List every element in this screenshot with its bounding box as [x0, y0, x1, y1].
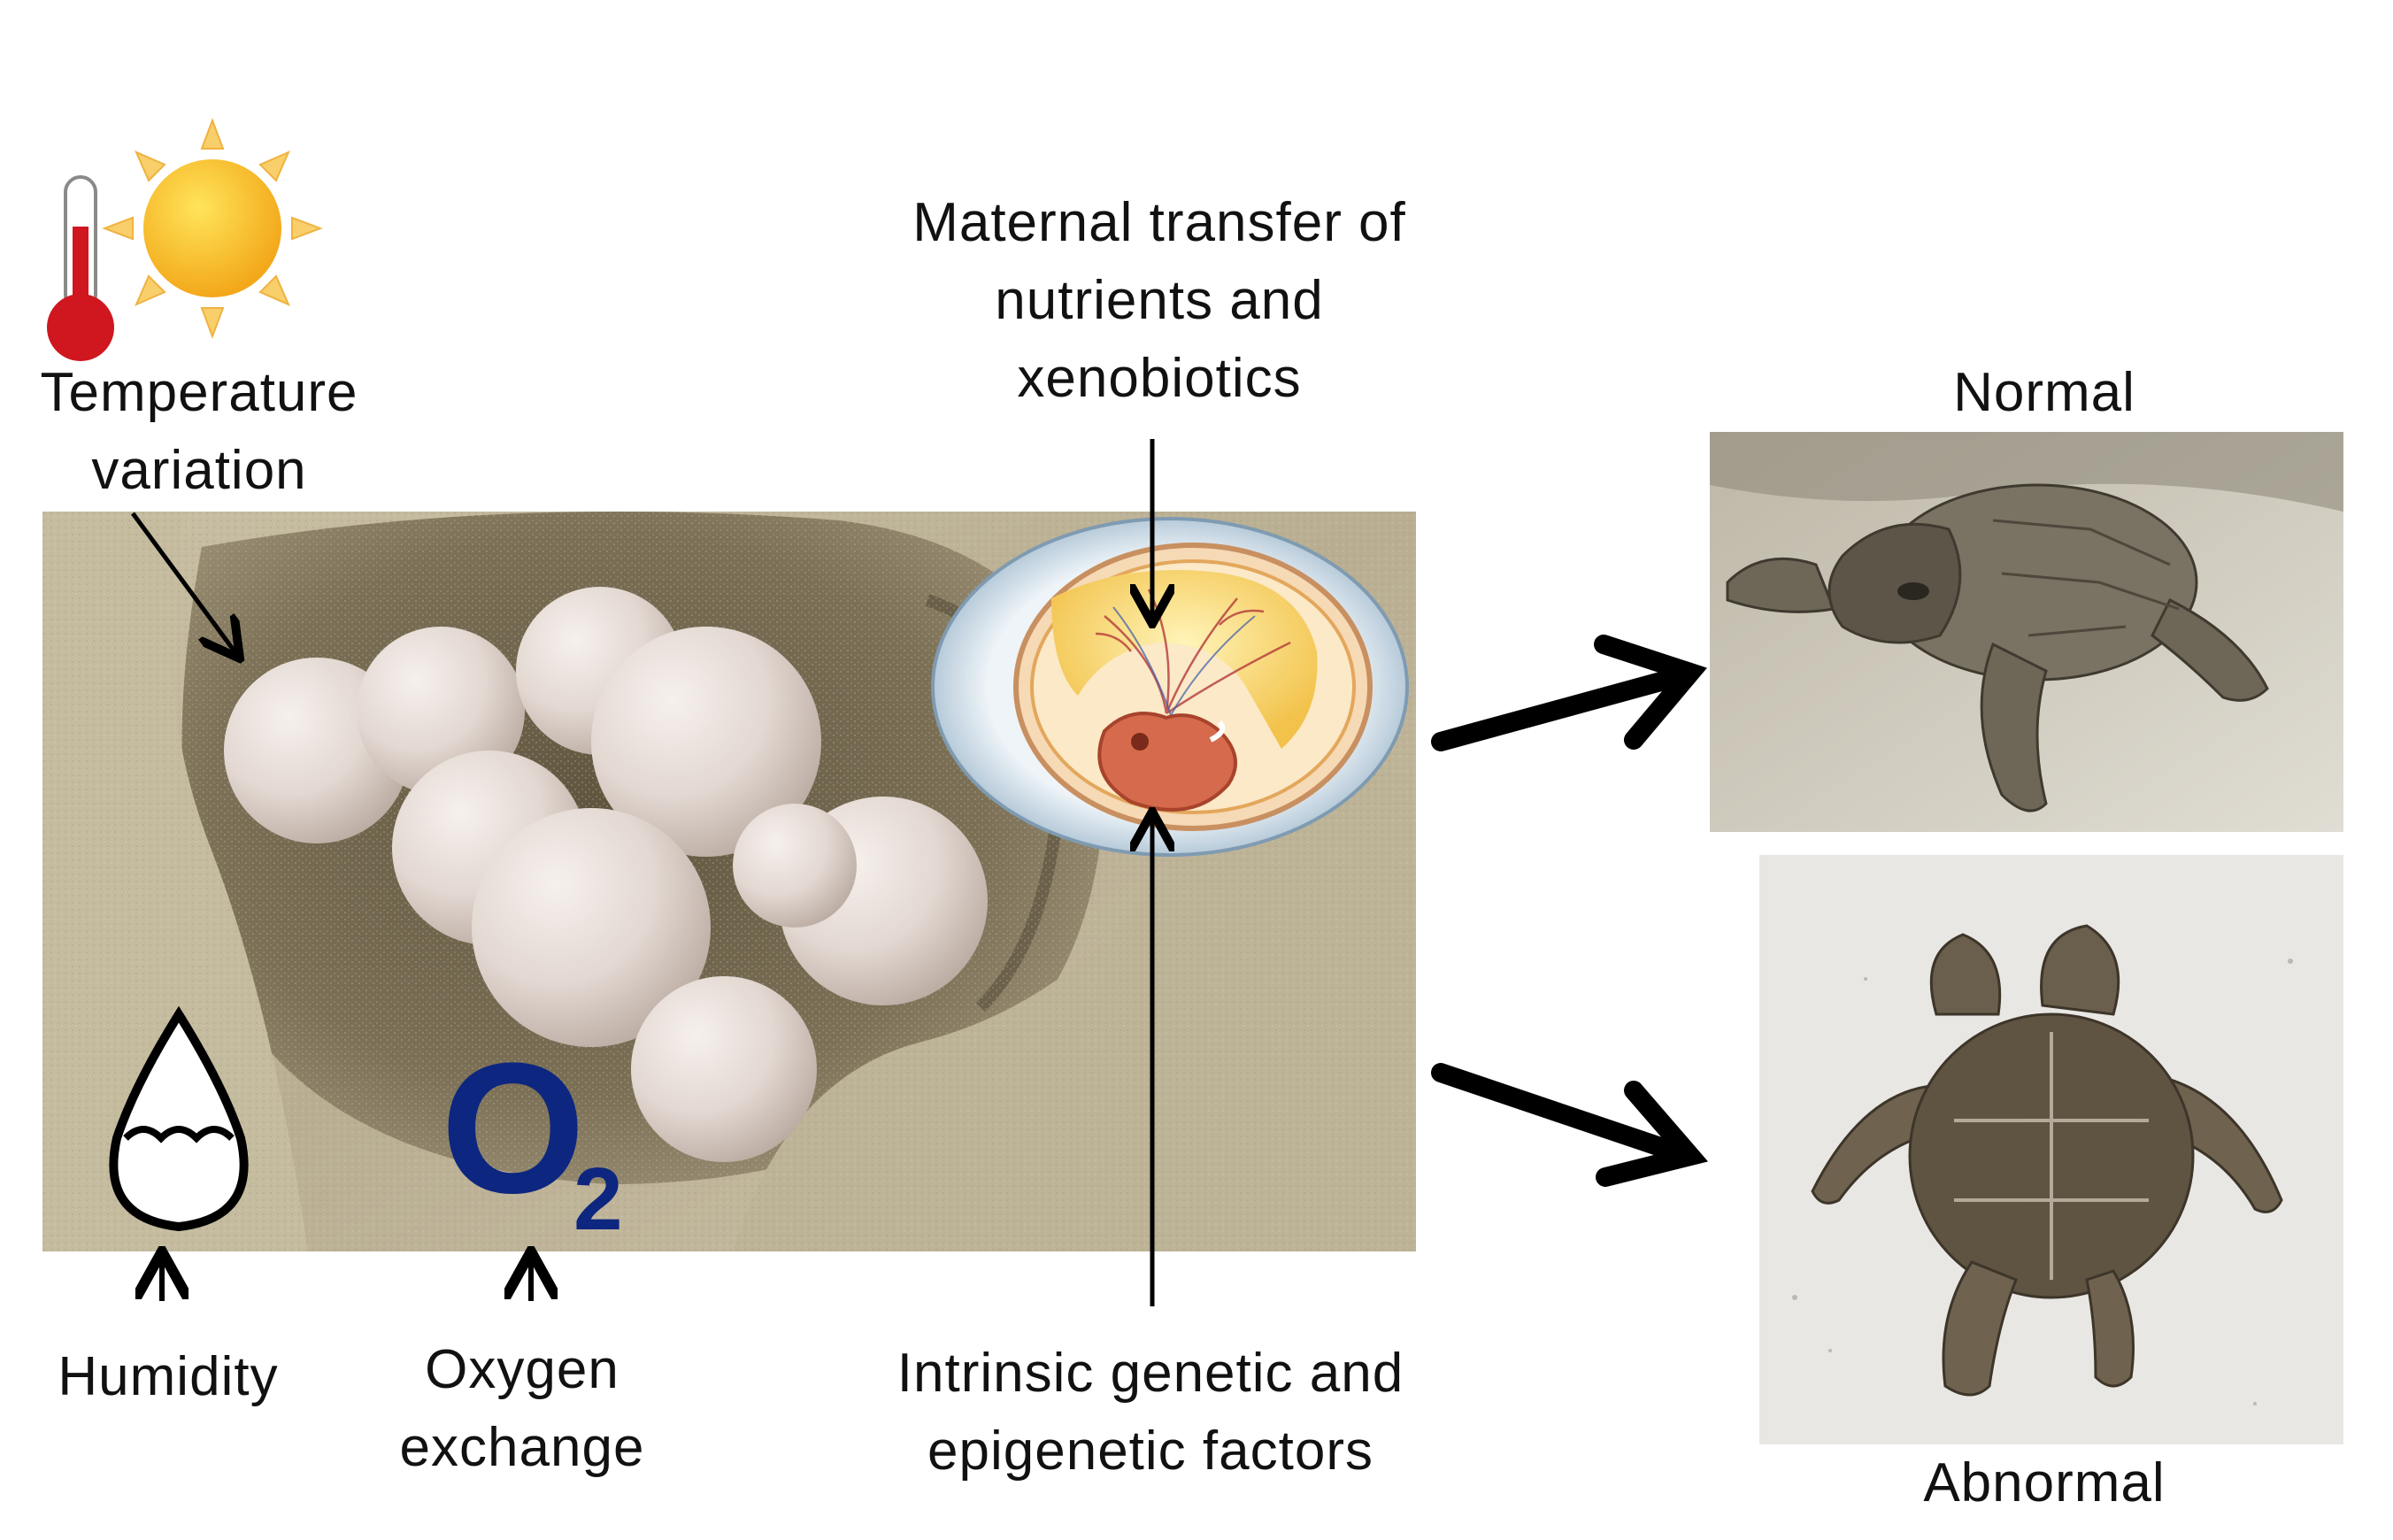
abnormal-hatchling-photo — [1759, 855, 2343, 1444]
normal-hatchling-photo — [1710, 432, 2343, 832]
sun-icon — [97, 113, 327, 343]
maternal-transfer-label: Maternal transfer of nutrients and xenob… — [912, 192, 1406, 409]
embryo-icon — [927, 510, 1412, 864]
turtle-nest-photo — [42, 512, 1416, 1251]
egg-cluster — [224, 587, 988, 1162]
thermometer-icon — [42, 173, 122, 368]
temperature-variation-label: Temperature variation — [40, 362, 358, 501]
arrow-to-normal — [1431, 635, 1707, 751]
arrow-to-abnormal — [1431, 1063, 1709, 1187]
oxygen-symbol: O 2 — [441, 1024, 653, 1252]
abnormal-label: Abnormal — [1923, 1452, 2166, 1513]
normal-label: Normal — [1953, 362, 2135, 423]
o2-letter: O — [441, 1024, 586, 1232]
o2-subscript: 2 — [573, 1150, 623, 1249]
oxygen-exchange-label: Oxygen exchange — [399, 1339, 645, 1478]
temperature-arrow — [130, 512, 237, 655]
water-drop-icon — [99, 1005, 258, 1236]
humidity-label: Humidity — [58, 1346, 279, 1407]
intrinsic-factors-label: Intrinsic genetic and epigenetic factors — [896, 1343, 1404, 1482]
